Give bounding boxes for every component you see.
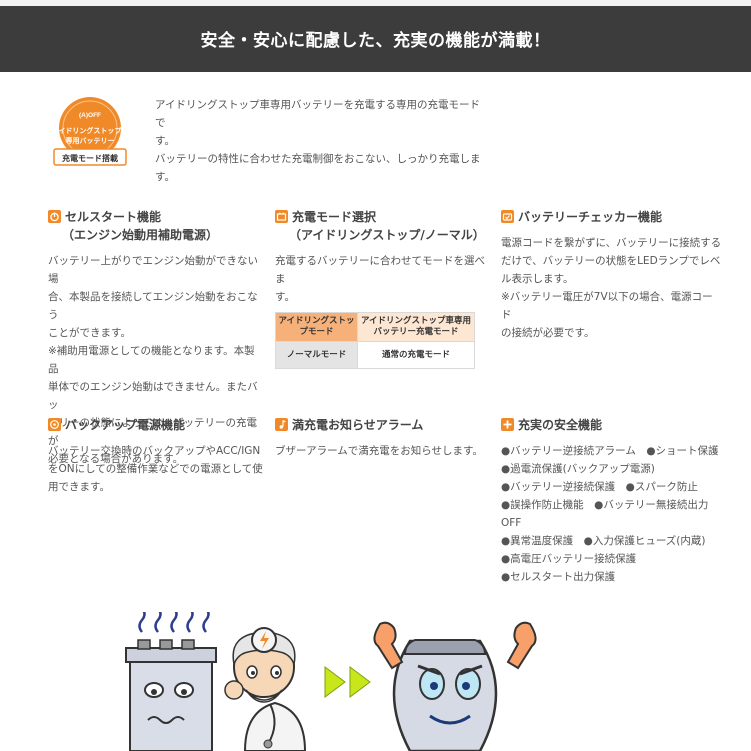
feature-body-line: ブザーアラームで満充電をお知らせします。: [275, 445, 484, 457]
doctor-illustration: [224, 627, 307, 751]
intro-line: す。: [155, 135, 175, 147]
feature-title: 充電モード選択: [292, 210, 377, 224]
feature-body-line: す。: [275, 291, 295, 303]
feature-body-line: ル表示します。: [501, 273, 574, 285]
feature-charge-mode: 充電モード選択 （アイドリングストップ/ノーマル） 充電するバッテリーに合わせて…: [275, 208, 487, 369]
feature-heading: 充電モード選択: [275, 208, 487, 226]
banner-title: 安全・安心に配慮した、充実の機能が満載！: [200, 31, 551, 51]
feature-body: 電源コードを繋がずに、バッテリーに接続する だけで、バッテリーの状態をLEDラン…: [501, 234, 723, 342]
feature-battery-checker: バッテリーチェッカー機能 電源コードを繋がずに、バッテリーに接続する だけで、バ…: [501, 208, 723, 342]
list-item: OFF: [501, 517, 522, 529]
backup-icon: [48, 418, 61, 431]
feature-cell-start: セルスタート機能 （エンジン始動用補助電源） バッテリー上がりでエンジン始動がで…: [48, 208, 263, 468]
feature-title: バッテリーチェッカー機能: [518, 210, 663, 224]
feature-title: 充実の安全機能: [518, 418, 603, 432]
feature-body-line: 必要となる場合があります。: [48, 453, 184, 465]
battery-check-icon: [501, 210, 514, 223]
intro-line: バッテリーの特性に合わせた充電制御をおこない、しっかり充電します。: [155, 153, 481, 183]
feature-heading: セルスタート機能: [48, 208, 263, 226]
plus-icon: [501, 418, 514, 431]
feature-subtitle: （アイドリングストップ/ノーマル）: [289, 228, 485, 242]
feature-title: バックアップ電源機能: [65, 418, 186, 432]
feature-body-line: だけで、バッテリーの状態をLEDランプでレベ: [501, 255, 721, 267]
table-row: アイドリングストップモード アイドリングストップ車専用バッテリー充電モード: [275, 312, 475, 342]
list-item: ●バッテリー逆接続アラーム ●ショート保護: [501, 445, 719, 457]
feature-body-line: テリーの状態によっては、バッテリーの充電が: [48, 417, 257, 447]
arrow-icon: [324, 666, 371, 698]
battery-icon: [275, 210, 288, 223]
music-note-icon: [275, 418, 288, 431]
list-item: ●誤操作防止機能 ●バッテリー無接続出力: [501, 499, 709, 511]
feature-heading: 満充電お知らせアラーム: [275, 416, 487, 434]
feature-body-line: バッテリー上がりでエンジン始動ができない場: [48, 255, 258, 285]
strong-battery-illustration: [373, 621, 537, 751]
badge-line-1: アイドリングストップ車: [52, 126, 129, 135]
feature-body-line: 合、本製品を接続してエンジン始動をおこなう: [48, 291, 258, 321]
feature-heading: バッテリーチェッカー機能: [501, 208, 723, 226]
feature-backup: バックアップ電源機能 バッテリー交換時のバックアップやACC/IGN をONにし…: [48, 416, 263, 496]
table-row: ノーマルモード 通常の充電モード: [275, 341, 475, 369]
feature-body-line: ※補助用電源としての機能となります。本製品: [48, 345, 255, 375]
list-item: ●高電圧バッテリー接続保護: [501, 553, 637, 565]
safety-list: ●バッテリー逆接続アラーム ●ショート保護 ●過電流保護(バックアップ電源) ●…: [501, 442, 731, 586]
mode-name-cell: ノーマルモード: [275, 341, 358, 369]
page-banner: 安全・安心に配慮した、充実の機能が満載！: [0, 6, 751, 72]
tired-battery-illustration: [125, 612, 217, 751]
charge-mode-table: アイドリングストップモード アイドリングストップ車専用バッテリー充電モード ノー…: [275, 312, 475, 369]
badge-line-2: 専用バッテリー: [66, 136, 115, 145]
feature-body: バッテリー上がりでエンジン始動ができない場 合、本製品を接続してエンジン始動をお…: [48, 252, 263, 468]
list-item: ●セルスタート出力保護: [501, 571, 616, 583]
feature-body-line: 充電するバッテリーに合わせてモードを選べま: [275, 255, 485, 285]
intro-text: アイドリングストップ車専用バッテリーを充電する専用の充電モードで す。 バッテリ…: [155, 96, 490, 186]
badge-off-mark: (A)OFF: [79, 112, 101, 119]
list-item: ●バッテリー逆接続保護 ●スパーク防止: [501, 481, 698, 493]
feature-body-line: 電源コードを繋がずに、バッテリーに接続する: [501, 237, 722, 249]
feature-subtitle: （エンジン始動用補助電源）: [62, 228, 219, 242]
list-item: ●異常温度保護 ●入力保護ヒューズ(内蔵): [501, 535, 706, 547]
badge-ribbon-text: 充電モード搭載: [62, 153, 118, 163]
feature-body-line: 用できます。: [48, 481, 110, 493]
mode-desc-cell: アイドリングストップ車専用バッテリー充電モード: [357, 312, 475, 342]
feature-body-line: 単体でのエンジン始動はできません。またバッ: [48, 381, 258, 411]
mode-desc-cell: 通常の充電モード: [357, 341, 475, 369]
feature-body-line: の接続が必要です。: [501, 327, 595, 339]
power-icon: [48, 210, 61, 223]
feature-body-line: バッテリー交換時のバックアップやACC/IGN: [48, 445, 261, 457]
feature-heading: バックアップ電源機能: [48, 416, 263, 434]
badge-circle: [59, 97, 121, 159]
feature-body-line: ※バッテリー電圧が7V以下の場合、電源コード: [501, 291, 713, 321]
feature-body: ブザーアラームで満充電をお知らせします。: [275, 442, 487, 460]
feature-alarm: 満充電お知らせアラーム ブザーアラームで満充電をお知らせします。: [275, 416, 487, 460]
feature-body: 充電するバッテリーに合わせてモードを選べま す。: [275, 252, 487, 306]
feature-body-line: ことができます。: [48, 327, 131, 339]
feature-title: セルスタート機能: [65, 210, 162, 224]
feature-body-line: をONにしての整備作業などでの電源として使: [48, 463, 263, 475]
feature-safety: 充実の安全機能 ●バッテリー逆接続アラーム ●ショート保護 ●過電流保護(バック…: [501, 416, 731, 586]
feature-body: バッテリー交換時のバックアップやACC/IGN をONにしての整備作業などでの電…: [48, 442, 263, 496]
intro-line: アイドリングストップ車専用バッテリーを充電する専用の充電モードで: [155, 99, 480, 129]
mode-name-cell: アイドリングストップモード: [275, 312, 358, 342]
top-divider: [0, 0, 751, 6]
idling-stop-badge: (A)OFF アイドリングストップ車 専用バッテリー 充電モード搭載: [52, 97, 129, 166]
list-item: ●過電流保護(バックアップ電源): [501, 463, 655, 475]
feature-heading: 充実の安全機能: [501, 416, 731, 434]
badge-ribbon: [53, 148, 127, 166]
battery-recovery-illustration: [125, 612, 537, 751]
feature-title: 満充電お知らせアラーム: [292, 418, 424, 432]
